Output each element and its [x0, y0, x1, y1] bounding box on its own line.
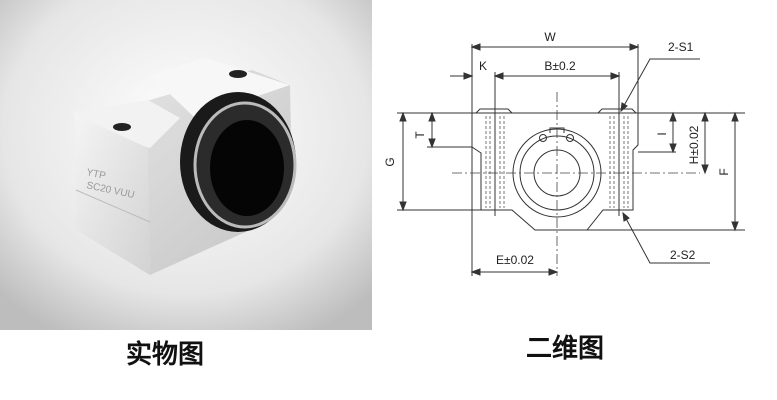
dim-label-t: T [413, 131, 427, 139]
dim-label-b: B±0.2 [544, 59, 576, 73]
mounting-hole [229, 70, 247, 78]
hole-counterbore [475, 108, 637, 114]
block-top [150, 58, 290, 118]
snap-ring-hole [539, 134, 547, 142]
dim-label-f: F [717, 168, 731, 175]
photo-caption: 实物图 [126, 340, 205, 370]
technical-drawing: W K B±0.2 2-S1 T G I H±0.02 F E±0.02 2-S… [383, 30, 745, 276]
dim-label-k: K [479, 59, 487, 73]
drawing-caption: 二维图 [526, 334, 605, 364]
dim-label-w: W [544, 30, 556, 44]
bearing-bore [210, 120, 284, 216]
product-marking: YTP [85, 167, 107, 182]
dim-label-e: E±0.02 [496, 253, 534, 267]
dim-label-g: G [383, 157, 397, 166]
mounting-hole [113, 123, 131, 131]
dim-label-h: H±0.02 [687, 125, 701, 164]
label-2-s2: 2-S2 [670, 248, 696, 262]
snap-ring-hole [566, 134, 574, 142]
label-2-s1: 2-S1 [668, 40, 694, 54]
block-outline [471, 113, 639, 231]
product-photo: YTP SC20 VUU [0, 0, 372, 330]
dim-label-i: I [655, 132, 669, 135]
dimension-lines [399, 43, 739, 276]
block-groove [75, 189, 151, 223]
block-front-face [76, 115, 150, 275]
